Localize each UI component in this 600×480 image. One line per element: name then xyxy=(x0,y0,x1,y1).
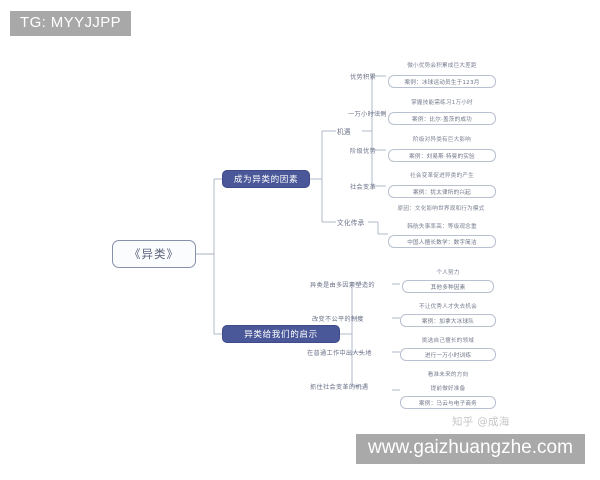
leaf-case-box[interactable]: 进行一万小时训练 xyxy=(400,348,496,361)
subbranch-opportunity[interactable]: 机遇 xyxy=(337,125,363,137)
subbranch-opportunity-label: 机遇 xyxy=(337,128,351,136)
leaf-case-box[interactable]: 中国人擅长数学：数字简洁 xyxy=(388,235,496,248)
zhihu-attribution-text: 知乎 @成海 xyxy=(452,416,510,428)
topic-ten-thousand-hours-label: 一万小时法则 xyxy=(348,110,387,118)
leaf-text: 微小优势会积累成巨大差距 xyxy=(388,60,496,70)
leaf-label: 掌握技能需练习1万小时 xyxy=(411,100,473,106)
top-watermark-banner: TG: MYYJJPP xyxy=(10,11,132,36)
subbranch-culture-label: 文化传承 xyxy=(337,219,365,227)
leaf-case-box[interactable]: 案例：犹太律所的兴起 xyxy=(388,185,496,198)
leaf-label: 阶级对异类有巨大影响 xyxy=(413,137,471,143)
bottom-watermark-text: www.gaizhuangzhe.com xyxy=(368,437,573,458)
leaf-case-label: 案例：冰球运动员生于123月 xyxy=(404,79,480,86)
topic-seize-social-change[interactable]: 抓住社会变革的机遇 xyxy=(310,380,374,392)
topic-class-advantage-label: 阶级优势 xyxy=(350,147,376,155)
leaf-case-label: 案例：刘易斯·特曼的实验 xyxy=(409,153,475,160)
topic-change-unfair-system-label: 改变不公平的制度 xyxy=(312,315,364,323)
leaf-case-box[interactable]: 案例：加拿大冰球队 xyxy=(400,314,496,327)
topic-seize-social-change-label: 抓住社会变革的机遇 xyxy=(310,383,369,391)
topic-social-change[interactable]: 社会变革 xyxy=(350,180,386,192)
leaf-text: 原因：文化影响世界观和行为模式 xyxy=(382,203,500,213)
leaf-text: 社会变革促进异类的产生 xyxy=(388,170,496,180)
topic-stand-out-ordinary-job[interactable]: 在普通工作中出人头地 xyxy=(307,346,377,358)
bottom-watermark-banner: www.gaizhuangzhe.com xyxy=(356,434,585,464)
topic-change-unfair-system[interactable]: 改变不公平的制度 xyxy=(312,312,372,324)
leaf-text: 韩航失事率高：等级观念重 xyxy=(388,221,496,231)
leaf-text: 阶级对异类有巨大影响 xyxy=(388,134,496,144)
topic-multifactor-label: 异类是由多因素塑造的 xyxy=(310,281,375,289)
leaf-label: 社会变革促进异类的产生 xyxy=(410,173,474,179)
leaf-text: 提前做好准备 xyxy=(398,383,498,393)
leaf-text: 挑选自己擅长的领域 xyxy=(398,335,498,345)
leaf-text: 看准未来的方向 xyxy=(398,369,498,379)
leaf-case-label: 案例：加拿大冰球队 xyxy=(421,318,475,325)
leaf-case-label: 案例：犹太律所的兴起 xyxy=(413,189,471,196)
zhihu-attribution: 知乎 @成海 xyxy=(452,414,510,429)
leaf-label: 微小优势会积累成巨大差距 xyxy=(407,63,477,69)
leaf-label: 挑选自己擅长的领域 xyxy=(421,338,475,344)
root-node-label: 《异类》 xyxy=(129,247,179,261)
leaf-case-box[interactable]: 案例：冰球运动员生于123月 xyxy=(388,75,496,88)
leaf-case-label: 案例：比尔·盖茨的成功 xyxy=(412,116,472,123)
leaf-text: 掌握技能需练习1万小时 xyxy=(388,97,496,107)
topic-social-change-label: 社会变革 xyxy=(350,183,376,191)
leaf-case-box[interactable]: 案例：比尔·盖茨的成功 xyxy=(388,112,496,125)
subbranch-culture[interactable]: 文化传承 xyxy=(337,216,371,228)
root-node[interactable]: 《异类》 xyxy=(112,240,196,268)
leaf-case-box[interactable]: 案例：刘易斯·特曼的实验 xyxy=(388,149,496,162)
leaf-case-label: 中国人擅长数学：数字简洁 xyxy=(407,239,477,246)
topic-advantage-accumulation-label: 优势积累 xyxy=(350,73,376,81)
branch-node-insights[interactable]: 异类给我们的启示 xyxy=(222,325,340,343)
topic-multifactor[interactable]: 异类是由多因素塑造的 xyxy=(310,278,375,290)
topic-ten-thousand-hours[interactable]: 一万小时法则 xyxy=(348,107,392,119)
leaf-case-label: 进行一万小时训练 xyxy=(424,352,472,359)
leaf-label: 不让优秀人才失去机会 xyxy=(419,304,477,310)
branch-node-insights-label: 异类给我们的启示 xyxy=(244,330,318,340)
leaf-text: 不让优秀人才失去机会 xyxy=(396,301,500,311)
branch-node-factors-label: 成为异类的因素 xyxy=(233,175,299,185)
top-watermark-text: TG: MYYJJPP xyxy=(20,14,122,31)
topic-stand-out-ordinary-job-label: 在普通工作中出人头地 xyxy=(307,349,372,357)
leaf-case-label: 其他多种因素 xyxy=(430,284,466,291)
leaf-label: 韩航失事率高：等级观念重 xyxy=(407,224,477,230)
leaf-case-box[interactable]: 其他多种因素 xyxy=(402,280,494,293)
branch-node-factors[interactable]: 成为异类的因素 xyxy=(222,170,310,188)
topic-class-advantage[interactable]: 阶级优势 xyxy=(350,144,386,156)
leaf-case-label: 案例：马云与电子商务 xyxy=(419,400,477,407)
topic-advantage-accumulation[interactable]: 优势积累 xyxy=(350,70,386,82)
leaf-label: 看准未来的方向 xyxy=(427,372,469,378)
leaf-label: 提前做好准备 xyxy=(430,386,466,392)
leaf-label: 原因：文化影响世界观和行为模式 xyxy=(397,206,485,212)
leaf-label: 个人努力 xyxy=(436,270,460,276)
leaf-text: 个人努力 xyxy=(402,267,494,277)
leaf-case-box[interactable]: 案例：马云与电子商务 xyxy=(400,396,496,409)
